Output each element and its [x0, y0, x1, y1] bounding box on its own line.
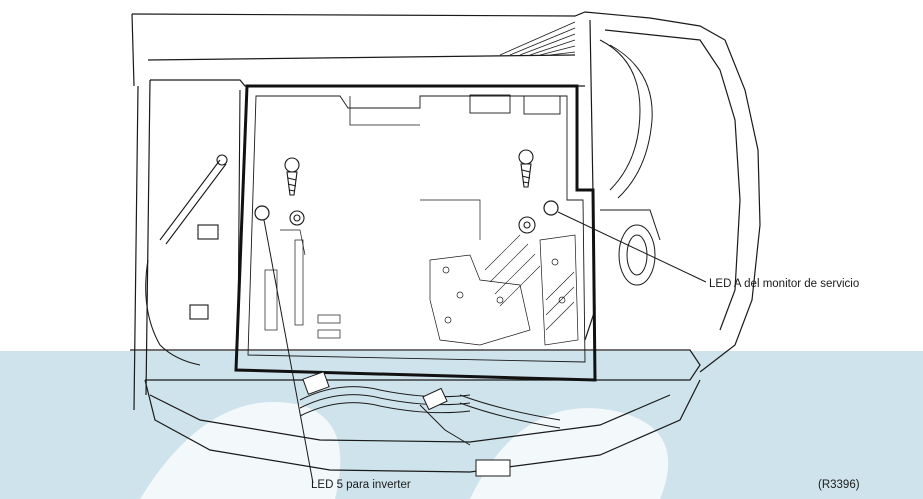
left-bracket [145, 89, 241, 366]
pcb-hatching [484, 234, 575, 331]
leader-line-led-a [557, 211, 707, 283]
led-indicator-icon [254, 205, 270, 221]
wire-harness-right [599, 39, 661, 286]
label-led-a: LED A del monitor de servicio [709, 278, 860, 290]
pcb-board [234, 84, 597, 382]
leader-line-led-5 [263, 219, 314, 484]
circuit-traces [264, 199, 579, 346]
figure-reference: (R3396) [818, 479, 860, 491]
label-led-5: LED 5 para inverter [311, 479, 411, 491]
connector-icon [302, 371, 511, 477]
led-indicator-icon [543, 200, 559, 216]
unit-housing [130, 11, 761, 473]
screw-icon [284, 157, 300, 196]
screw-icon [518, 149, 534, 188]
screw-hole [289, 210, 536, 234]
watermark [0, 351, 923, 499]
heat-sink-fins [499, 21, 576, 56]
